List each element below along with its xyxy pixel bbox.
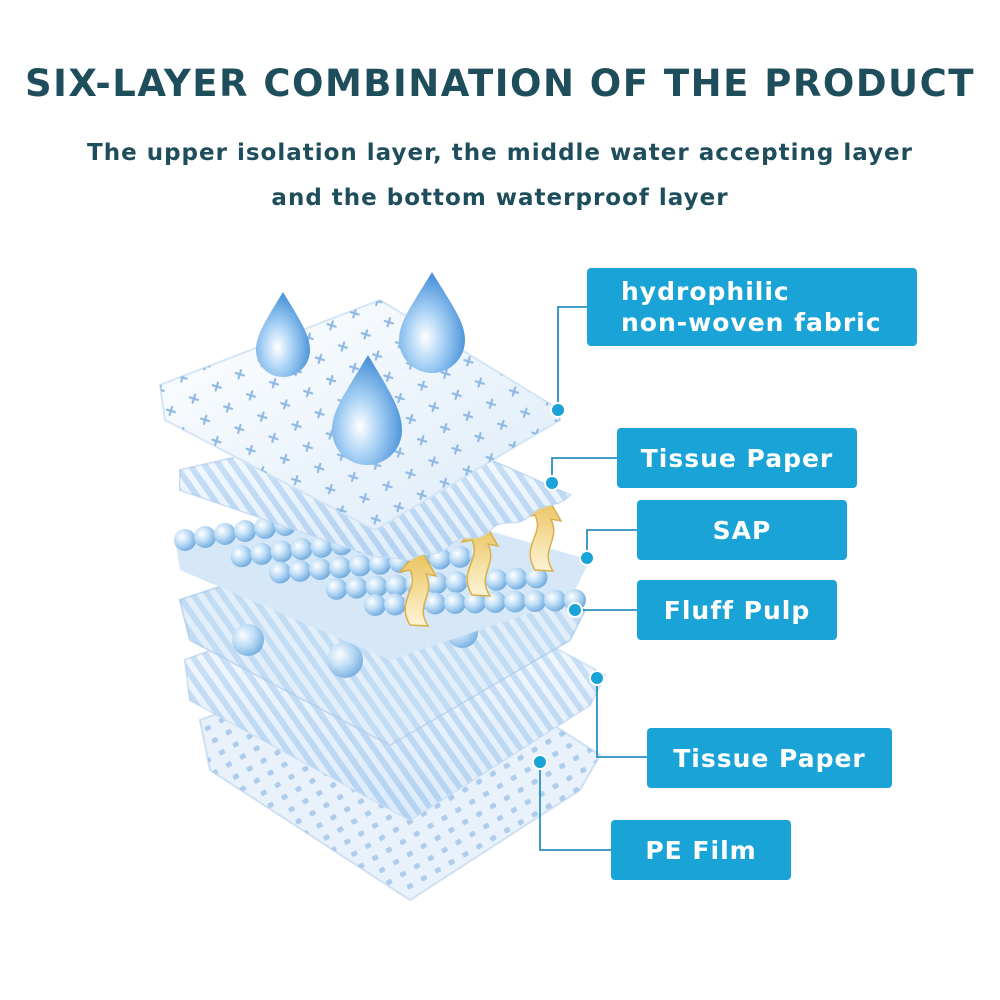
diagram-title: SIX-LAYER COMBINATION OF THE PRODUCT xyxy=(24,62,975,105)
connector-dot xyxy=(544,475,560,491)
sap-bead xyxy=(425,572,448,595)
connector-dot xyxy=(579,550,595,566)
connector-sap xyxy=(586,529,638,558)
sap-bead xyxy=(444,592,466,614)
sap-bead xyxy=(504,590,526,613)
sap-bead xyxy=(290,538,313,561)
connector-lines xyxy=(539,306,648,851)
sap-bead xyxy=(289,559,311,582)
connector-dot xyxy=(550,402,566,418)
connector-dots xyxy=(532,402,605,770)
sap-bead xyxy=(325,577,348,600)
sap-bead xyxy=(250,542,273,565)
sap-bead xyxy=(309,558,331,580)
sap-bead xyxy=(384,593,406,616)
water-droplet-icon xyxy=(256,292,310,377)
sap-bead xyxy=(424,592,446,615)
label-non-woven-fabric: hydrophilic non-woven fabric xyxy=(587,268,917,346)
sap-bead xyxy=(174,529,196,551)
sap-bead xyxy=(269,561,291,584)
sap-bead xyxy=(385,574,408,597)
water-droplet-icon xyxy=(332,355,402,465)
sap-bead xyxy=(525,566,548,589)
sap-bead xyxy=(524,590,546,612)
sap-bead xyxy=(194,526,216,548)
sap-bead xyxy=(254,517,276,539)
label-tissue-paper-upper: Tissue Paper xyxy=(617,428,857,488)
connector-dot xyxy=(567,602,583,618)
connector-dot xyxy=(589,670,605,686)
sap-bead xyxy=(214,523,236,545)
connector-tissue-lower xyxy=(596,678,648,758)
connector-non-woven xyxy=(557,306,588,410)
sap-bead xyxy=(445,571,468,593)
sap-bead xyxy=(544,589,566,612)
diagram-subtitle-line1: The upper isolation layer, the middle wa… xyxy=(87,140,913,166)
sap-bead xyxy=(485,568,508,591)
sap-bead xyxy=(505,567,528,590)
sap-bead xyxy=(349,554,371,577)
sap-bead xyxy=(230,545,253,568)
connector-dot xyxy=(532,754,548,770)
connector-pe-film xyxy=(539,762,612,851)
sap-bead xyxy=(345,576,368,599)
connector-tissue-upper xyxy=(551,457,618,483)
label-pe-film: PE Film xyxy=(611,820,791,880)
label-tissue-paper-lower: Tissue Paper xyxy=(647,728,892,788)
sap-bead xyxy=(365,575,388,598)
sap-bead xyxy=(464,591,486,614)
sap-bead xyxy=(364,594,386,616)
sap-bead xyxy=(234,520,256,542)
sap-bead xyxy=(449,545,471,568)
label-non-woven-line1: hydrophilic xyxy=(621,277,790,306)
sap-bead xyxy=(270,540,293,563)
sap-bead xyxy=(329,556,351,579)
label-fluff-pulp: Fluff Pulp xyxy=(637,580,837,640)
sap-bead xyxy=(369,552,391,575)
label-non-woven-line2: non-woven fabric xyxy=(621,308,882,337)
water-droplet-icon xyxy=(399,272,465,373)
label-sap: SAP xyxy=(637,500,847,560)
diagram-subtitle-line2: and the bottom waterproof layer xyxy=(271,185,729,211)
